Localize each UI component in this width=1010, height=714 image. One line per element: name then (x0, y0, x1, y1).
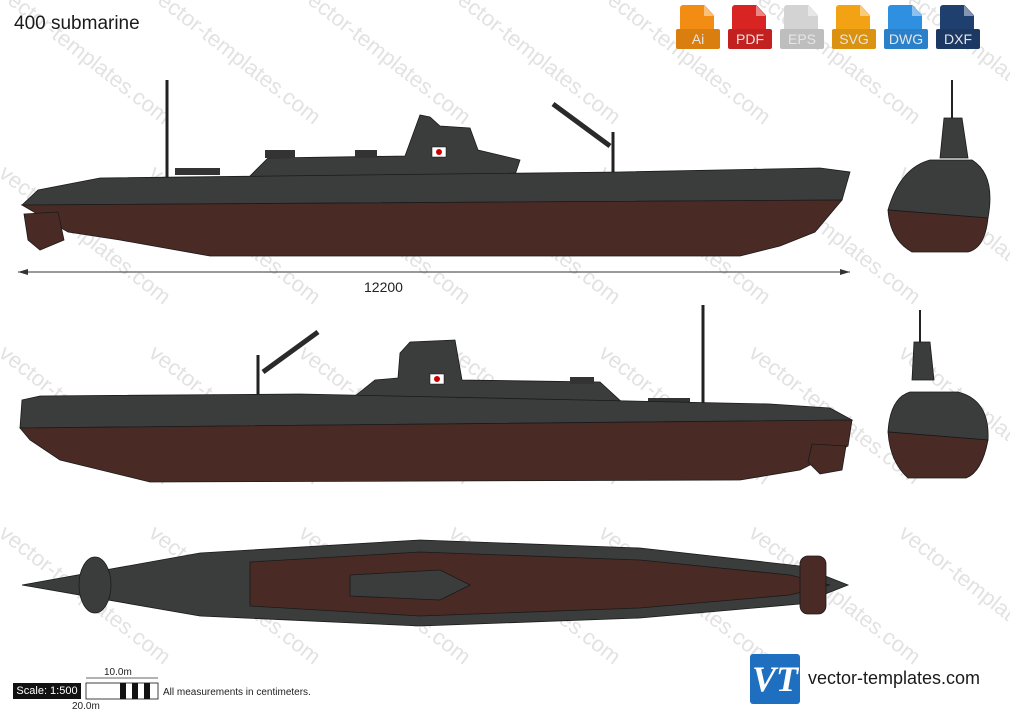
file-fold-shape (704, 5, 714, 16)
top-view (21, 539, 850, 627)
file-fold-shape (912, 5, 922, 16)
file-fold-shape (808, 5, 818, 16)
format-label: DWG (884, 29, 928, 49)
site-link[interactable]: vector-templates.com (808, 668, 981, 688)
front-view-stern (887, 310, 989, 479)
file-fold-shape (756, 5, 766, 16)
file-svg-icon[interactable]: SVG (832, 5, 876, 53)
side-view-port (19, 305, 854, 483)
file-fold-shape (964, 5, 974, 16)
file-pdf-icon[interactable]: PDF (728, 5, 772, 53)
length-dimension (18, 269, 850, 275)
format-label: EPS (780, 29, 824, 49)
file-ai-icon[interactable]: Ai (676, 5, 720, 53)
scale-bottom-label: 20.0m (72, 701, 100, 712)
vt-logo: VT (750, 654, 800, 704)
file-dxf-icon[interactable]: DXF (936, 5, 980, 53)
length-label: 12200 (364, 279, 403, 295)
front-view-bow (887, 80, 991, 253)
measurement-note: All measurements in centimeters. (163, 687, 311, 698)
format-label: SVG (832, 29, 876, 49)
format-badges: Ai PDF EPS SVG DWG DXF (676, 5, 980, 53)
format-label: DXF (936, 29, 980, 49)
scale-top-label: 10.0m (104, 667, 132, 678)
side-view-starboard (20, 80, 851, 257)
scale-label: Scale: 1:500 (13, 683, 81, 699)
page-title: 400 submarine (14, 13, 140, 34)
file-dwg-icon[interactable]: DWG (884, 5, 928, 53)
scale-bar (85, 677, 159, 700)
file-fold-shape (860, 5, 870, 16)
format-label: Ai (676, 29, 720, 49)
file-eps-icon[interactable]: EPS (780, 5, 824, 53)
format-label: PDF (728, 29, 772, 49)
